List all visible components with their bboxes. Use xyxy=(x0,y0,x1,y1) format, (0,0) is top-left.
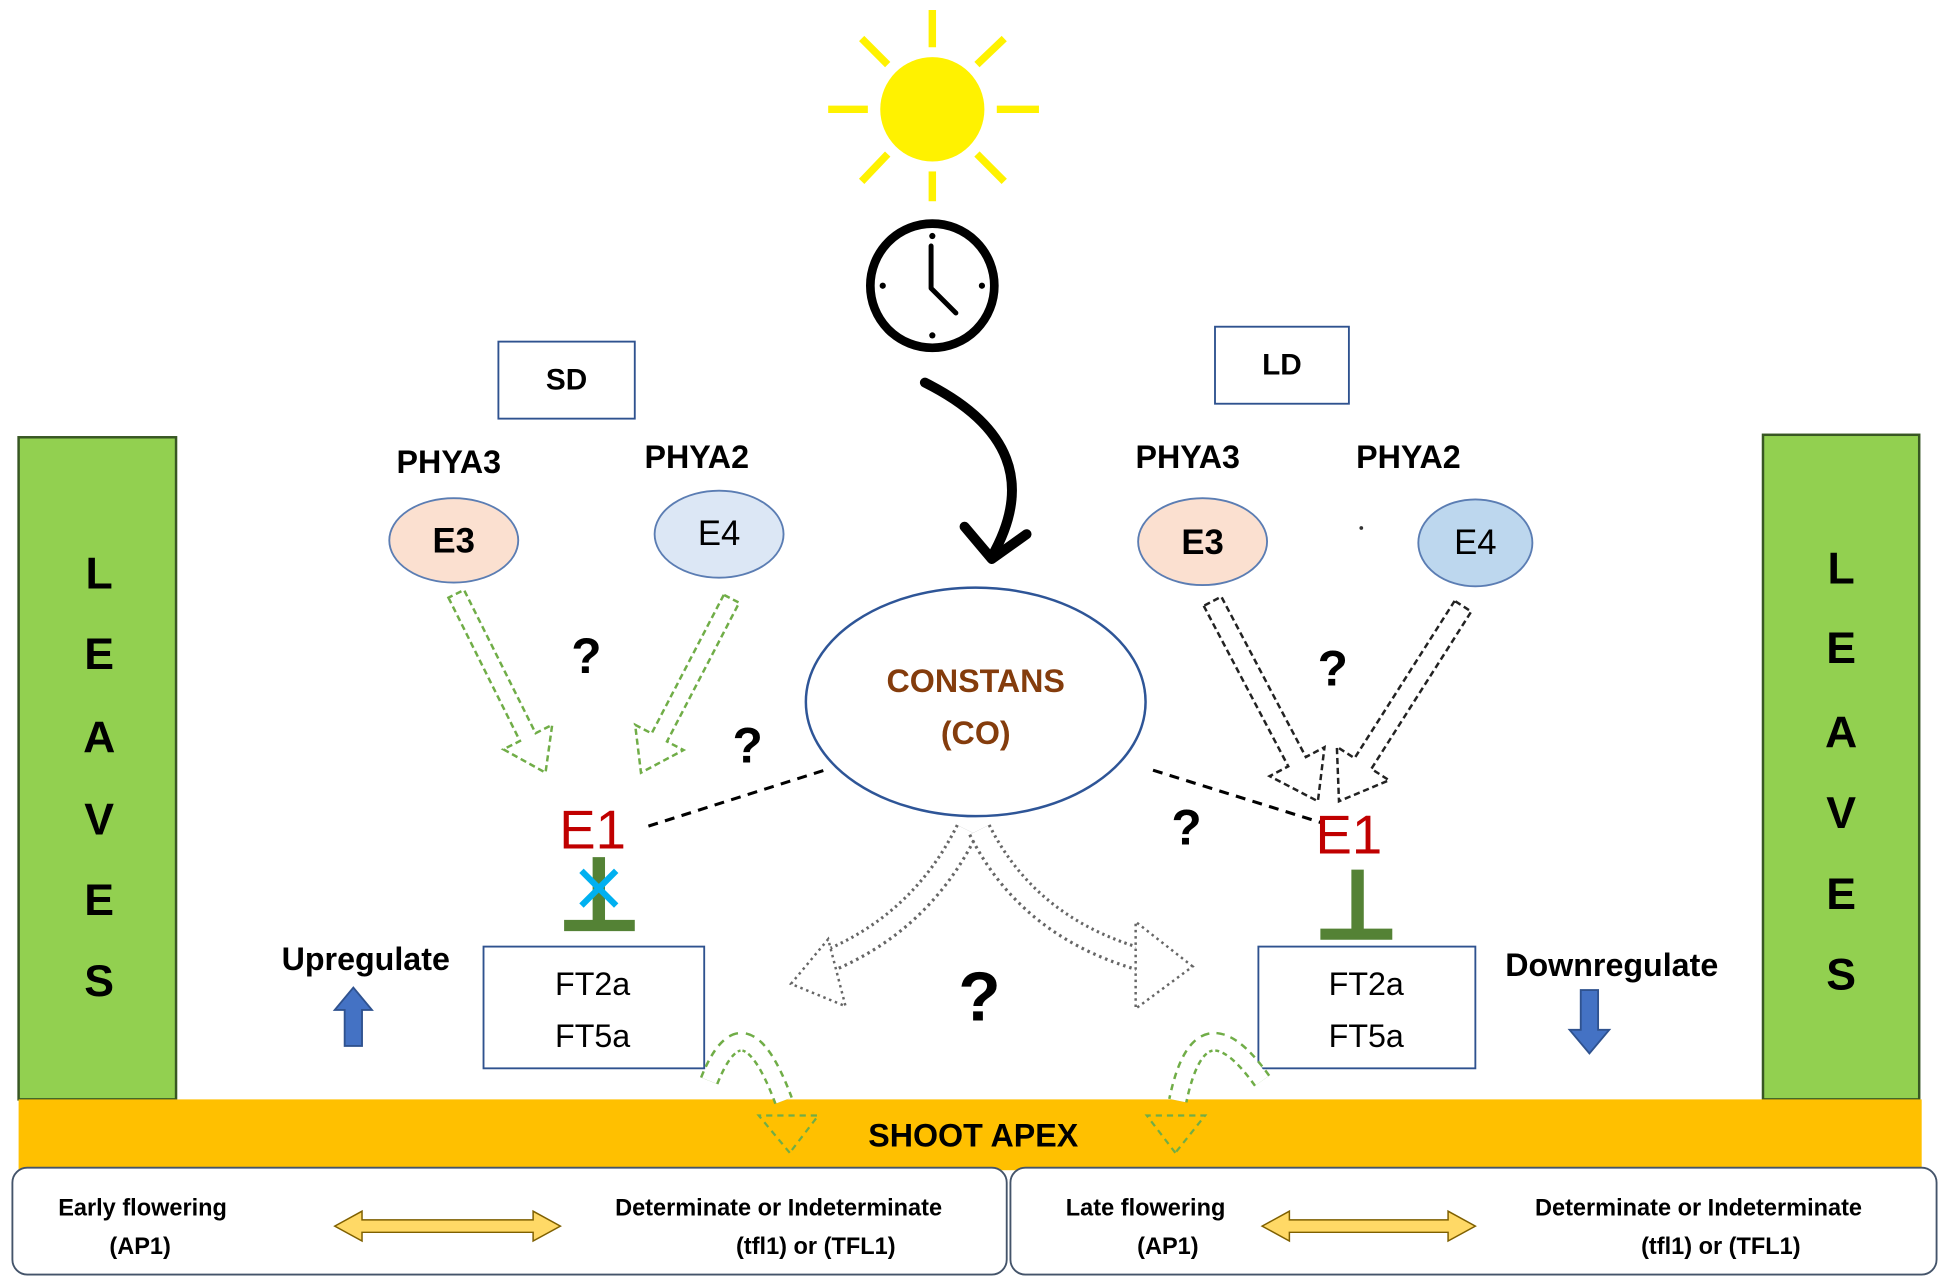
ld-ft5a: FT5a xyxy=(1329,1018,1404,1054)
constans-node: CONSTANS (CO) xyxy=(804,586,1147,818)
leaves-letter: L xyxy=(1827,544,1854,593)
sd-e4-label: E4 xyxy=(698,515,740,553)
sd-co-e1-link xyxy=(647,768,825,828)
ld-ft-to-apex-arrow xyxy=(1144,1031,1271,1155)
ld-ft-box: FT2a FT5a xyxy=(1257,945,1477,1070)
leaves-letter: A xyxy=(83,713,115,762)
sd-ft2a: FT2a xyxy=(555,966,630,1002)
sd-e3-to-e1-arrow xyxy=(446,588,554,775)
ld-phya2-label: PHYA2 xyxy=(1356,439,1460,475)
leaves-letter: E xyxy=(1826,870,1856,919)
sd-phya3-label: PHYA3 xyxy=(397,444,501,480)
sd-blocked-inhibition-icon xyxy=(564,857,635,932)
short-day-box: SD xyxy=(497,340,636,420)
ld-growth-habit: Determinate or Indeterminate xyxy=(1535,1194,1862,1220)
ld-regulation-label: Downregulate xyxy=(1505,947,1718,983)
question-mark: ? xyxy=(1318,640,1348,696)
sd-e1-label: E1 xyxy=(559,799,626,860)
long-day-box: LD xyxy=(1214,325,1350,405)
leaves-letter: L xyxy=(86,549,113,598)
ld-co-e1-link xyxy=(1152,768,1321,824)
co-to-sd-ft-arrow xyxy=(788,824,979,1009)
ld-ft2a: FT2a xyxy=(1329,966,1404,1002)
double-arrow-icon xyxy=(1260,1209,1477,1243)
constans-name: CONSTANS xyxy=(887,663,1065,699)
short-day-label: SD xyxy=(546,364,587,397)
leaves-letter: A xyxy=(1825,708,1857,757)
leaves-letter: V xyxy=(1826,789,1856,838)
leaves-left: L E A V E S xyxy=(17,436,178,1101)
sd-outcome-panel: Early flowering (AP1) Determinate or Ind… xyxy=(11,1166,1008,1276)
sd-growth-habit-genes: (tfl1) or (TFL1) xyxy=(736,1233,896,1259)
question-mark: ? xyxy=(1171,799,1201,855)
ld-e1-label: E1 xyxy=(1316,804,1383,865)
leaves-letter: S xyxy=(84,957,114,1006)
leaves-letter: V xyxy=(84,795,114,844)
leaves-right: L E A V E S xyxy=(1761,433,1921,1101)
ld-e4-to-e1-arrow xyxy=(1335,599,1473,804)
ld-outcome-panel: Late flowering (AP1) Determinate or Inde… xyxy=(1009,1166,1938,1276)
sd-e4-node: E4 xyxy=(653,489,785,579)
ld-flowering: Late flowering xyxy=(1066,1194,1226,1220)
leaves-letter: E xyxy=(84,876,114,925)
sd-e3-label: E3 xyxy=(433,523,475,561)
ld-inhibition-icon xyxy=(1320,869,1393,940)
ld-e4-node: E4 xyxy=(1417,498,1534,588)
ld-e3-node: E3 xyxy=(1137,497,1269,587)
sd-flowering: Early flowering xyxy=(58,1194,227,1220)
sd-ft5a: FT5a xyxy=(555,1018,630,1054)
long-day-label: LD xyxy=(1262,349,1302,382)
question-mark: ? xyxy=(732,717,762,773)
leaves-letter: E xyxy=(84,630,114,679)
clock-icon xyxy=(865,219,999,353)
ld-e3-label: E3 xyxy=(1181,524,1223,562)
double-arrow-icon xyxy=(333,1209,562,1243)
sd-ft-box: FT2a FT5a xyxy=(482,945,706,1070)
co-to-ld-ft-arrow xyxy=(968,824,1195,1012)
sd-e3-node: E3 xyxy=(388,497,520,584)
question-mark: ? xyxy=(958,957,1000,1035)
sd-phya2-label: PHYA2 xyxy=(645,439,749,475)
sun-icon xyxy=(828,9,1039,202)
up-arrow-icon xyxy=(332,986,374,1047)
ld-e4-label: E4 xyxy=(1454,524,1496,562)
ld-flowering-gene: (AP1) xyxy=(1137,1233,1198,1259)
ld-phya3-label: PHYA3 xyxy=(1135,439,1239,475)
leaves-letter: E xyxy=(1826,624,1856,673)
ld-growth-habit-genes: (tfl1) or (TFL1) xyxy=(1641,1233,1801,1259)
sd-flowering-gene: (AP1) xyxy=(109,1233,170,1259)
sd-e4-to-e1-arrow xyxy=(633,593,741,775)
constans-abbreviation: (CO) xyxy=(941,715,1011,751)
sd-growth-habit: Determinate or Indeterminate xyxy=(615,1194,942,1220)
question-mark: ? xyxy=(571,628,601,684)
clock-to-constans-arrow xyxy=(919,377,1032,564)
shoot-apex-bar: SHOOT APEX xyxy=(18,1099,1922,1171)
sd-regulation-label: Upregulate xyxy=(282,941,450,977)
down-arrow-icon xyxy=(1567,989,1612,1055)
ld-e3-to-e1-arrow xyxy=(1202,594,1326,804)
leaves-letter: S xyxy=(1826,951,1856,1000)
shoot-apex-label: SHOOT APEX xyxy=(868,1117,1079,1153)
sd-ft-to-apex-arrow xyxy=(699,1031,821,1155)
stray-dot xyxy=(1359,526,1364,530)
